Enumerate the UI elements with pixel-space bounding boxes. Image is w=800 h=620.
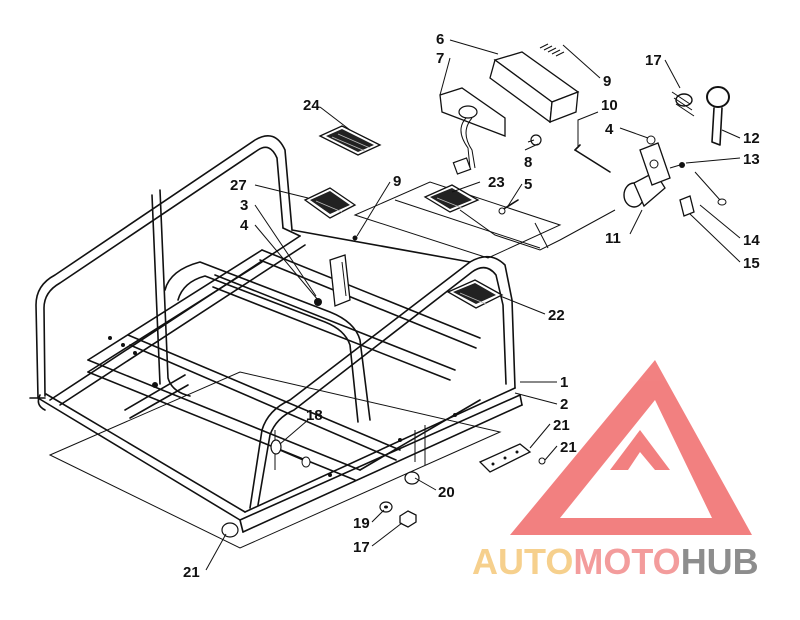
pad-26 [318, 125, 382, 156]
part-label-5: 5 [524, 176, 532, 193]
part-label-21b: 20 [438, 484, 455, 501]
part-label-1: 1 [560, 374, 568, 391]
part-label-11: 10 [601, 97, 618, 114]
part-label-9: 9 [603, 73, 611, 90]
part-label-16: 15 [743, 255, 760, 272]
watermark-hub: HUB [681, 541, 759, 582]
part-label-27: 27 [230, 177, 247, 194]
part-label-12: 11 [605, 230, 621, 247]
part-label-4a: 4 [240, 217, 249, 234]
part-label-2: 2 [560, 396, 568, 413]
taillight-assembly [439, 43, 580, 175]
part-label-10: 9 [393, 173, 401, 190]
part-label-7: 7 [436, 50, 444, 67]
watermark-text: AUTOMOTOHUB [472, 541, 759, 582]
part-label-4b: 4 [605, 121, 614, 138]
rack-frame [29, 134, 523, 533]
part-label-15: 14 [743, 232, 760, 249]
pad-24 [446, 279, 504, 309]
part-label-3: 3 [240, 197, 248, 214]
leader-lines [205, 39, 741, 571]
part-label-8: 8 [524, 154, 532, 171]
watermark-logo [510, 360, 752, 535]
part-label-26: 24 [303, 97, 320, 114]
watermark-moto: MOTO [573, 541, 680, 582]
pad-25 [423, 184, 480, 213]
part-label-17: 17 [645, 52, 662, 69]
hardware [221, 199, 546, 538]
pad-27 [303, 187, 357, 219]
part-label-25: 23 [488, 174, 505, 191]
part-labels: 6 7 9 17 10 4 12 13 8 5 23 24 9 27 3 4 1… [183, 31, 760, 581]
part-label-20: 19 [353, 515, 370, 532]
watermark-auto: AUTO [472, 541, 573, 582]
part-label-13: 12 [743, 130, 760, 147]
part-label-14: 13 [743, 151, 760, 168]
part-label-18: 18 [306, 407, 323, 424]
part-label-21a: 21 [183, 564, 200, 581]
logo-triangle [510, 360, 752, 535]
part-label-23: 21 [560, 439, 577, 456]
part-label-6: 6 [436, 31, 444, 48]
part-label-22: 21 [553, 417, 570, 434]
rear-plate [353, 181, 562, 259]
part-label-19: 17 [353, 539, 370, 556]
watermark: AUTOMOTOHUB [472, 360, 759, 582]
logo-inner-mark [610, 430, 670, 470]
part-label-24: 22 [548, 307, 565, 324]
hitch-assembly [459, 86, 730, 251]
